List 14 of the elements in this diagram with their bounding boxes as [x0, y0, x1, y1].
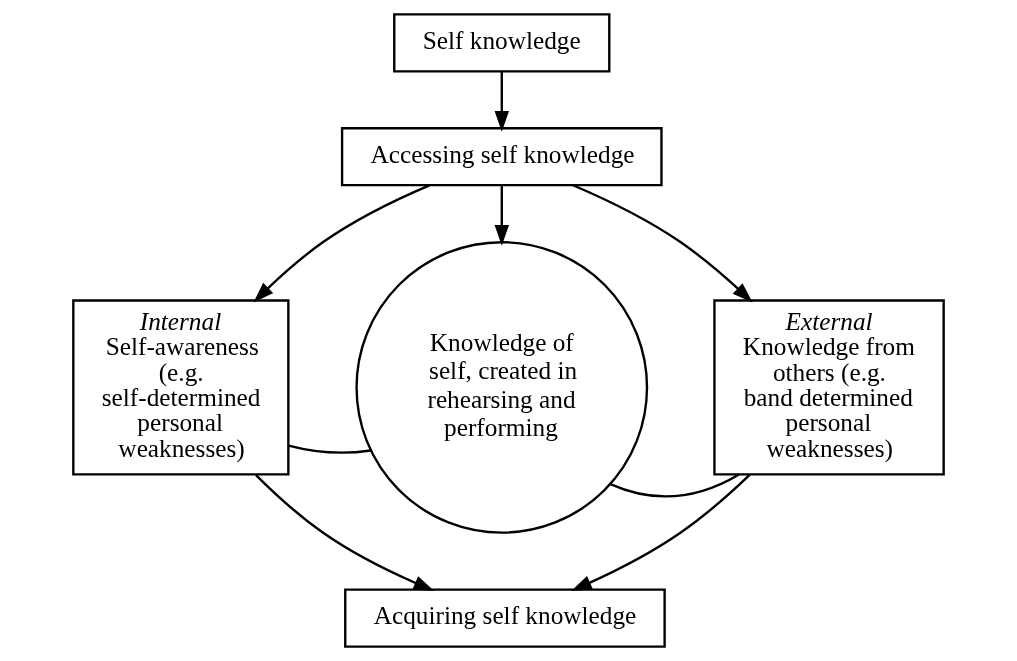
arrow: [571, 473, 751, 591]
arrow: [494, 185, 509, 246]
node-box: External Knowledge from others (e.g. band determined personal weaknesses): [713, 299, 945, 476]
connector: [610, 473, 740, 498]
node-box: Acquiring self knowledge: [344, 588, 666, 648]
node-box: Accessing self knowledge: [340, 127, 663, 187]
arrow: [572, 184, 753, 303]
node-circle: Knowledge of self, created in rehearsing and performing: [355, 241, 649, 534]
node-box: Internal Self-awareness (e.g. self-determined personal weaknesses): [72, 299, 290, 476]
arrow: [255, 474, 435, 591]
arrow: [494, 71, 509, 132]
node-box: Self knowledge: [393, 13, 611, 73]
connector: [288, 444, 371, 454]
arrow: [253, 184, 430, 303]
